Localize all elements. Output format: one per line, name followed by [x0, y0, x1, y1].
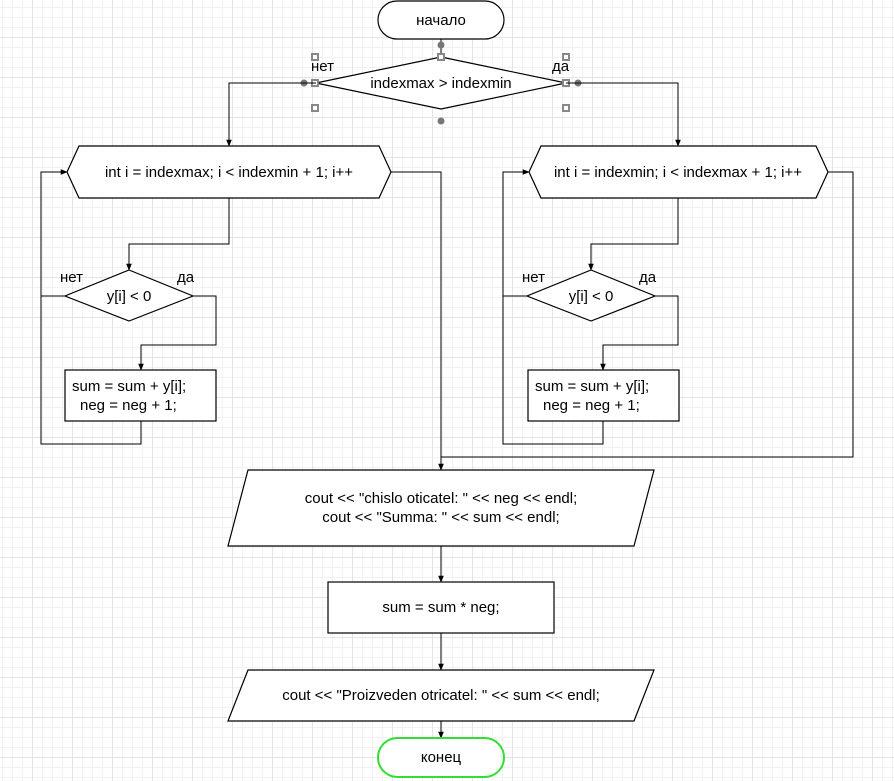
left-inner-decision-label: y[i] < 0 — [107, 288, 152, 305]
connector-right-loop-exit — [441, 171, 854, 458]
start-label: начало — [416, 12, 466, 29]
end-label: конец — [421, 749, 462, 766]
start-terminator[interactable]: начало — [377, 0, 505, 40]
right-loop-label: int i = indexmin; i < indexmax + 1; i++ — [554, 164, 802, 181]
connector-right-loop-back — [502, 169, 604, 445]
connector-right-inner-yes — [600, 295, 679, 371]
left-inner-no-label: нет — [60, 269, 83, 286]
right-inner-decision[interactable]: y[i] < 0 — [525, 269, 657, 322]
right-inner-decision-label: y[i] < 0 — [569, 288, 614, 305]
mult-process[interactable]: sum = sum * neg; — [327, 581, 555, 634]
right-sum-line1: sum = sum + y[i]; — [535, 378, 649, 395]
left-loop[interactable]: int i = indexmax; i < indexmin + 1; i++ — [66, 145, 392, 199]
left-inner-yes-label: да — [177, 269, 195, 286]
connector-left-loop-exit — [391, 171, 444, 471]
right-loop[interactable]: int i = indexmin; i < indexmax + 1; i++ — [528, 145, 829, 199]
connector-left-inner-yes — [138, 295, 217, 371]
connector-right-loop-down — [588, 198, 679, 271]
main-decision-label: indexmax > indexmin — [370, 75, 511, 92]
output-2-label: cout << "Proizveden otricatel: " << sum … — [282, 687, 600, 704]
connector-no-branch — [226, 82, 316, 147]
output-1[interactable]: cout << "chislo oticatel: " << neg << en… — [227, 469, 655, 547]
left-sum-process[interactable]: sum = sum + y[i]; neg = neg + 1; — [64, 369, 217, 422]
connector-yes-branch — [566, 82, 681, 147]
right-sum-process[interactable]: sum = sum + y[i]; neg = neg + 1; — [527, 369, 680, 422]
left-inner-decision[interactable]: y[i] < 0 — [63, 269, 195, 322]
end-terminator[interactable]: конец — [377, 737, 505, 778]
left-loop-label: int i = indexmax; i < indexmin + 1; i++ — [105, 164, 353, 181]
main-decision[interactable]: indexmax > indexmin — [315, 56, 567, 110]
output-1-line1: cout << "chislo oticatel: " << neg << en… — [305, 490, 578, 507]
connector-left-loop-down — [126, 198, 230, 271]
left-sum-line1: sum = sum + y[i]; — [72, 378, 186, 395]
mult-process-label: sum = sum * neg; — [382, 599, 499, 616]
connector-left-loop-back — [40, 169, 142, 445]
right-inner-no-label: нет — [522, 269, 545, 286]
main-no-label: нет — [311, 58, 334, 75]
left-sum-line2: neg = neg + 1; — [80, 397, 177, 414]
output-2[interactable]: cout << "Proizveden otricatel: " << sum … — [227, 669, 655, 722]
main-yes-label: да — [552, 58, 570, 75]
right-inner-yes-label: да — [639, 269, 657, 286]
right-sum-line2: neg = neg + 1; — [543, 397, 640, 414]
output-1-line2: cout << "Summa: " << sum << endl; — [322, 509, 559, 526]
